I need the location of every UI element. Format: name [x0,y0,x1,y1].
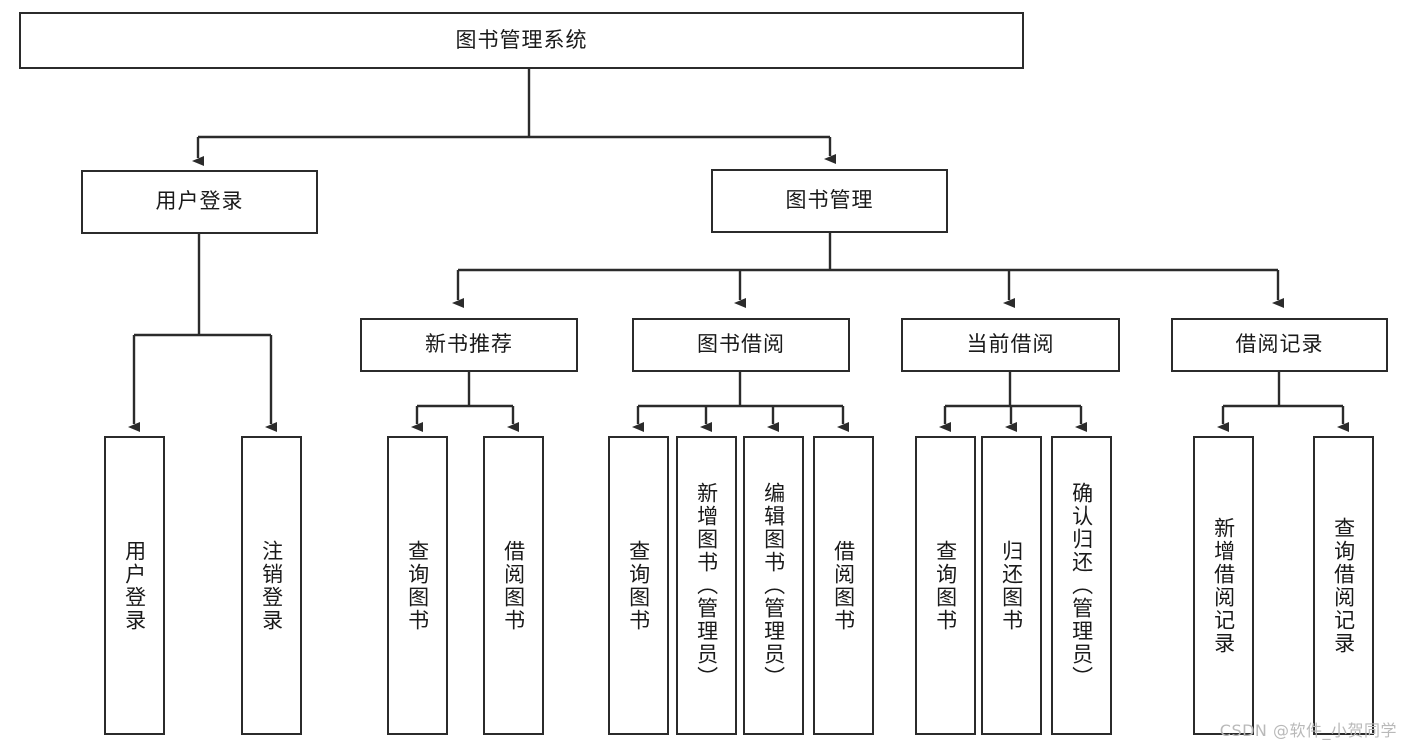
leaf-label: 查询图书 [405,539,430,632]
leaf-new-book-0[interactable]: 查询图书 [387,436,448,735]
node-borrow-record[interactable]: 借阅记录 [1171,318,1388,372]
node-borrow-record-label: 借阅记录 [1235,332,1324,357]
node-user-login-label: 用户登录 [155,189,244,214]
leaf-label: 查询借阅记录 [1331,516,1356,655]
leaf-book-borrow-0[interactable]: 查询图书 [608,436,669,735]
leaf-label: 查询图书 [626,539,651,632]
leaf-borrow-record-0[interactable]: 新增借阅记录 [1193,436,1254,735]
leaf-new-book-1[interactable]: 借阅图书 [483,436,544,735]
node-new-book-recommend[interactable]: 新书推荐 [360,318,578,372]
node-new-book-recommend-label: 新书推荐 [425,332,513,357]
leaf-label: 确认归还（管理员） [1069,482,1094,689]
leaf-label: 归还图书 [999,539,1024,632]
node-user-login[interactable]: 用户登录 [81,170,318,234]
leaf-label: 新增图书（管理员） [694,482,719,689]
leaf-label: 新增借阅记录 [1211,516,1236,655]
node-book-borrow-label: 图书借阅 [697,332,785,357]
csdn-watermark: CSDN @软件_小贺同学 [1219,721,1397,740]
leaf-label: 借阅图书 [501,539,526,632]
leaf-book-borrow-2[interactable]: 编辑图书（管理员） [743,436,804,735]
leaf-current-borrow-1[interactable]: 归还图书 [981,436,1042,735]
node-current-borrow[interactable]: 当前借阅 [901,318,1120,372]
leaf-label: 用户登录 [122,539,147,632]
leaf-user-login-0[interactable]: 用户登录 [104,436,165,735]
leaf-book-borrow-1[interactable]: 新增图书（管理员） [676,436,737,735]
node-book-borrow[interactable]: 图书借阅 [632,318,850,372]
leaf-borrow-record-1[interactable]: 查询借阅记录 [1313,436,1374,735]
leaf-label: 注销登录 [259,539,284,632]
leaf-book-borrow-3[interactable]: 借阅图书 [813,436,874,735]
leaf-label: 查询图书 [933,539,958,632]
node-book-management[interactable]: 图书管理 [711,169,948,233]
leaf-label: 借阅图书 [831,539,856,632]
leaf-current-borrow-2[interactable]: 确认归还（管理员） [1051,436,1112,735]
node-current-borrow-label: 当前借阅 [966,332,1055,357]
node-root-label: 图书管理系统 [455,27,588,52]
node-book-management-label: 图书管理 [785,188,874,213]
leaf-user-login-1[interactable]: 注销登录 [241,436,302,735]
node-root[interactable]: 图书管理系统 [19,12,1024,69]
leaf-label: 编辑图书（管理员） [761,482,786,689]
leaf-current-borrow-0[interactable]: 查询图书 [915,436,976,735]
